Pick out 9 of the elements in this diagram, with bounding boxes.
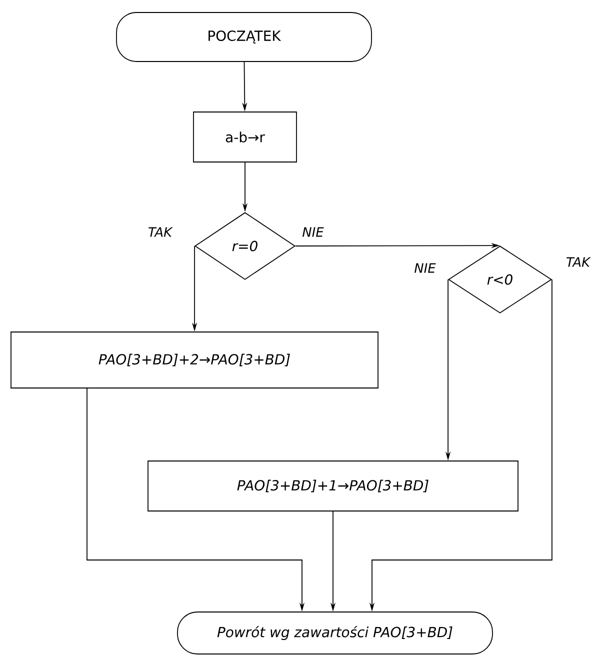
process-box: PAO[3+BD]+2→PAO[3+BD]: [10, 332, 378, 388]
process-box: a-b→r: [193, 112, 297, 162]
terminal-box: POCZĄTEK: [116, 12, 372, 62]
edge-label: NIE: [301, 226, 325, 238]
edge-label: TAK: [564, 256, 592, 268]
edge-label: TAK: [146, 226, 174, 238]
process-box: PAO[3+BD]+1→PAO[3+BD]: [148, 460, 518, 512]
terminal-box: Powrót wg zawartości PAO[3+BD]: [177, 612, 493, 654]
edge-label: NIE: [413, 262, 437, 274]
